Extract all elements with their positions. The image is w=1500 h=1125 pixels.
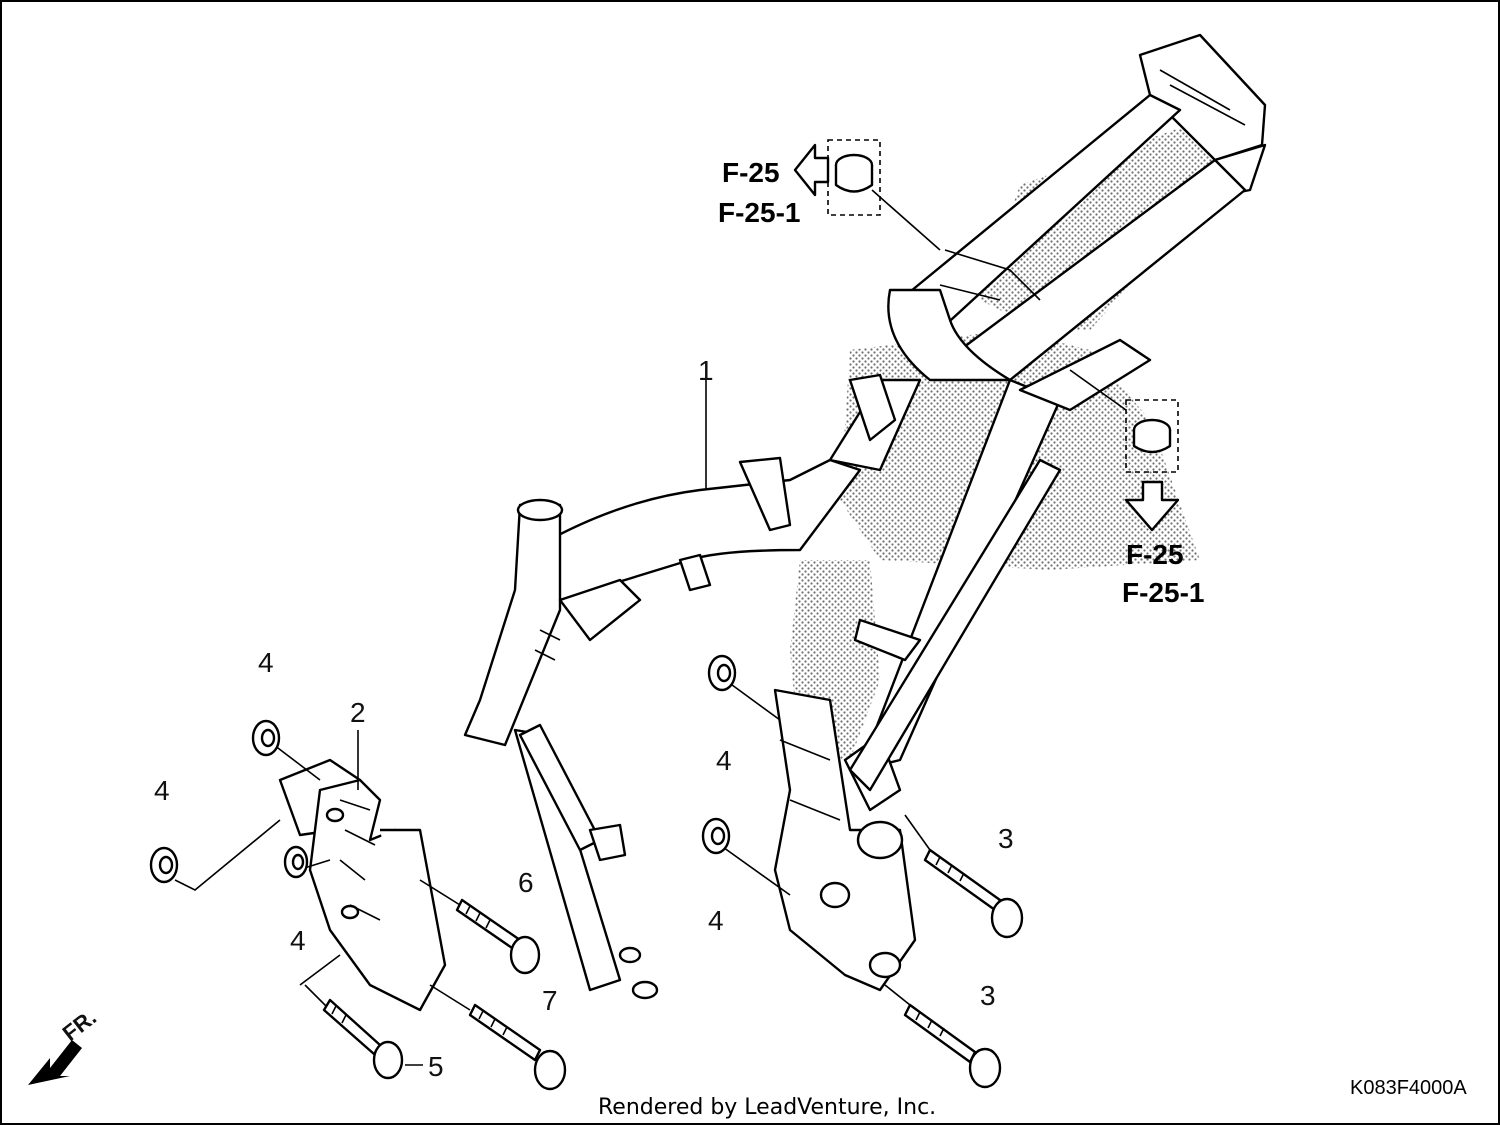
front-direction-arrow [28,1040,82,1085]
flange-nut [149,846,179,884]
callout-4: 4 [154,775,170,806]
callout-5: 5 [428,1051,444,1082]
callout-4: 4 [708,905,724,936]
bolt-6 [455,898,541,975]
engine-hanger-plate [278,758,447,1012]
callout-7: 7 [542,985,558,1016]
bolt-7 [468,1003,567,1091]
ref-label-right-line1[interactable]: F-25 [1126,539,1184,570]
rubber-mount-right [1069,369,1179,473]
bolt-5 [322,998,404,1080]
ref-arrow-down [1124,480,1180,532]
bolt-3-upper [923,848,1024,939]
callout-4: 4 [716,745,732,776]
credit-line: Rendered by LeadVenture, Inc. [598,1095,936,1120]
callout-3: 3 [998,823,1014,854]
callout-4: 4 [258,647,274,678]
callout-2: 2 [350,697,366,728]
callout-6: 6 [518,867,534,898]
callout-3: 3 [980,980,996,1011]
leader-lines [174,378,931,1066]
ref-label-right-line2[interactable]: F-25-1 [1122,577,1204,608]
flange-nut [707,654,737,692]
callout-4: 4 [290,925,306,956]
callout-1: 1 [698,355,714,386]
ref-label-top-line2[interactable]: F-25-1 [718,197,800,228]
ref-arrow-left [793,143,830,197]
flange-nut [251,719,281,757]
main-frame [463,33,1267,1000]
diagram-code: K083F4000A [1350,1077,1467,1099]
ref-label-top-line1[interactable]: F-25 [722,157,780,188]
flange-nut [283,845,309,879]
flange-nut [701,817,731,855]
front-arrow-label: FR. [58,1004,101,1046]
bolt-3-lower [903,1003,1002,1089]
